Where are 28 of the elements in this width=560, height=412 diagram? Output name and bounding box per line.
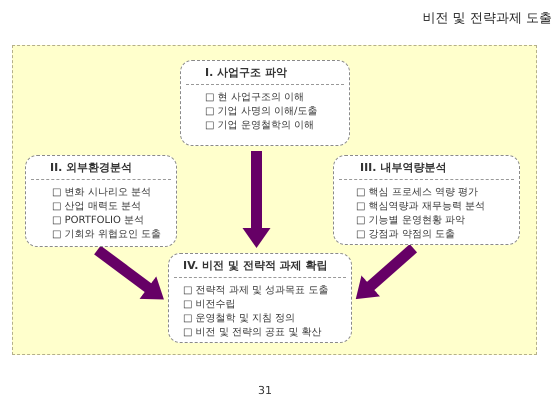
list-item: □ 기회와 위협요인 도출: [52, 228, 161, 242]
process-box: [168, 253, 352, 343]
box-heading: III. 내부역량분석: [360, 161, 446, 175]
page-number: 31: [258, 384, 272, 397]
list-item: □ 운영철학 및 지침 정의: [183, 312, 296, 326]
process-box: [25, 155, 177, 247]
list-item: □ 기업 운영철학의 이해: [205, 119, 314, 133]
process-box: [333, 155, 520, 245]
list-item: □ 변화 시나리오 분석: [52, 186, 151, 200]
arrow: [356, 244, 418, 300]
box-heading: I. 사업구조 파악: [205, 66, 287, 80]
list-item: □ 강점과 약점의 도출: [356, 228, 455, 242]
list-item: □ 기능별 운영현황 파악: [356, 214, 465, 228]
list-item: □ 비전 및 전략의 공표 및 확산: [183, 326, 322, 340]
arrow: [242, 151, 270, 248]
process-box: [180, 60, 350, 146]
list-item: □ 기업 사명의 이해/도출: [205, 105, 318, 119]
list-item: □ 현 사업구조의 이해: [205, 91, 304, 105]
list-item: □ 핵심 프로세스 역량 평가: [356, 186, 478, 200]
box-heading: II. 외부환경분석: [50, 161, 132, 175]
box-heading: IV. 비전 및 전략적 과제 확립: [183, 259, 328, 273]
list-item: □ PORTFOLIO 분석: [52, 214, 144, 228]
list-item: □ 산업 매력도 분석: [52, 200, 141, 214]
list-item: □ 비전수립: [183, 298, 236, 312]
list-item: □ 전략적 과제 및 성과목표 도출: [183, 284, 328, 298]
page-title: 비전 및 전략과제 도출: [422, 10, 552, 27]
arrow: [94, 246, 164, 300]
list-item: □ 핵심역량과 재무능력 분석: [356, 200, 485, 214]
